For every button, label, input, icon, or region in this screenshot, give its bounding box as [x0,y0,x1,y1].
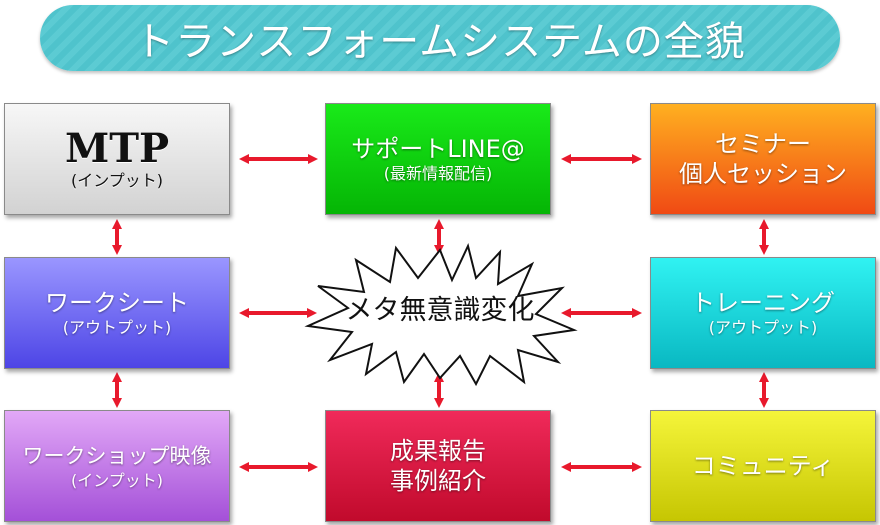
box-worksheet: ワークシート (アウトプット) [4,257,230,369]
box-seminar: セミナー 個人セッション [650,103,876,215]
box-seminar-title: セミナー 個人セッション [679,130,847,188]
box-mtp-sub: (インプット) [70,171,163,190]
box-mtp-title: MTP [64,125,170,172]
box-support-line: サポートLINE@ (最新情報配信) [325,103,551,215]
box-support-line-title: サポートLINE@ [351,135,525,163]
box-community-title: コミュニティ [691,452,835,480]
box-worksheet-title: ワークシート [45,289,189,317]
box-worksheet-sub: (アウトプット) [62,318,172,337]
box-mtp: MTP (インプット) [4,103,230,215]
box-workshop-video-title: ワークショップ映像 [22,444,212,468]
box-community: コミュニティ [650,410,876,522]
box-results: 成果報告 事例紹介 [325,410,551,522]
burst-shape [304,243,578,387]
center-label: メタ無意識変化 [345,295,535,326]
box-workshop-video-sub: (インプット) [70,471,163,490]
box-training-title: トレーニング [691,289,835,317]
box-support-line-sub: (最新情報配信) [383,164,493,183]
box-training: トレーニング (アウトプット) [650,257,876,369]
box-results-title: 成果報告 事例紹介 [390,437,486,495]
box-training-sub: (アウトプット) [708,318,818,337]
box-workshop-video: ワークショップ映像 (インプット) [4,410,230,522]
diagram-title: トランスフォームシステムの全貌 [40,5,840,71]
